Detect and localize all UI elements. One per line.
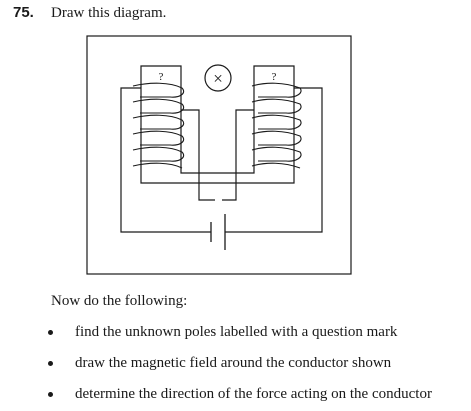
right-coil <box>251 82 302 169</box>
instructions-intro: Now do the following: <box>51 293 188 309</box>
iron-core <box>140 65 295 184</box>
question-number: 75. <box>13 4 34 21</box>
conductor-cross-icon: × <box>213 69 223 88</box>
left-pole-label: ? <box>159 71 164 83</box>
bullet-icon <box>48 361 53 366</box>
task-text: draw the magnetic field around the condu… <box>75 355 392 371</box>
diagram-frame <box>86 35 352 275</box>
task-text: determine the direction of the force act… <box>75 386 432 402</box>
task-text: find the unknown poles labelled with a q… <box>75 324 398 340</box>
right-pole-label: ? <box>272 71 277 83</box>
bullet-icon <box>48 330 53 335</box>
battery-symbol <box>210 214 226 250</box>
question-prompt: Draw this diagram. <box>51 5 167 21</box>
circuit-wire-left <box>120 87 211 233</box>
bullet-icon <box>48 392 53 397</box>
electromagnet-diagram: ? ? × <box>86 35 352 275</box>
left-coil <box>132 82 185 169</box>
circuit-wire-right <box>225 87 323 233</box>
conductor-circle <box>204 64 232 92</box>
circuit-wire-inner-left <box>181 109 215 201</box>
circuit-wire-inner-right <box>222 109 254 201</box>
